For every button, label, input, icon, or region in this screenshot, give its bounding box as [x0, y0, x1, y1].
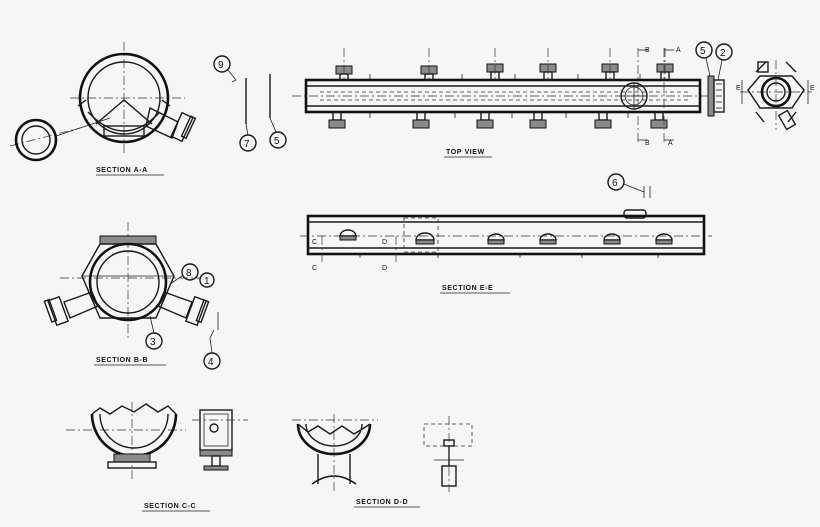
- balloon-5-right: 5: [700, 46, 706, 57]
- balloon-2: 2: [720, 48, 726, 59]
- loose-callouts: 9 7 5: [213, 55, 287, 152]
- top-view-nozzles-upper: [335, 48, 674, 81]
- cut-mark-d-bottom: D: [382, 265, 387, 272]
- section-cc-view: SECTION C-C: [66, 402, 248, 512]
- balloon-1: 1: [204, 276, 210, 287]
- cut-mark-a-bottom: A: [668, 140, 673, 147]
- section-aa-label: SECTION A-A: [96, 167, 148, 174]
- cut-mark-b-top: B: [645, 47, 650, 54]
- section-ee-view: C C D D 6 SECTION E-E: [300, 173, 712, 294]
- section-bb-label: SECTION B-B: [96, 357, 148, 364]
- cut-mark-c-top: C: [312, 239, 317, 246]
- balloon-9: 9: [218, 60, 224, 71]
- balloon-7: 7: [244, 139, 250, 150]
- cut-mark-c-bottom: C: [312, 265, 317, 272]
- section-dd-label: SECTION D-D: [356, 499, 408, 506]
- balloon-8: 8: [186, 268, 192, 279]
- section-bb-view: 8 1 3 4 SECTION B-B: [43, 222, 221, 370]
- top-view-label: TOP VIEW: [446, 149, 485, 156]
- cut-mark-e-right: E: [810, 85, 815, 92]
- balloon-5-left: 5: [274, 136, 280, 147]
- end-view: E E: [736, 60, 815, 131]
- balloon-4: 4: [208, 357, 214, 368]
- cut-mark-d-top: D: [382, 239, 387, 246]
- section-aa-view: SECTION A-A: [9, 42, 197, 176]
- section-cc-label: SECTION C-C: [144, 503, 196, 510]
- section-dd-view: SECTION D-D: [292, 414, 473, 508]
- balloon-3: 3: [150, 337, 156, 348]
- top-view-nozzles-lower: [328, 111, 668, 129]
- section-ee-label: SECTION E-E: [442, 285, 493, 292]
- top-view: B A B A 5 2 TOP VIEW: [292, 41, 733, 158]
- cut-mark-e-left: E: [736, 85, 741, 92]
- cut-mark-a-top: A: [676, 47, 681, 54]
- cut-mark-b-bottom: B: [645, 140, 650, 147]
- balloon-6: 6: [612, 178, 618, 189]
